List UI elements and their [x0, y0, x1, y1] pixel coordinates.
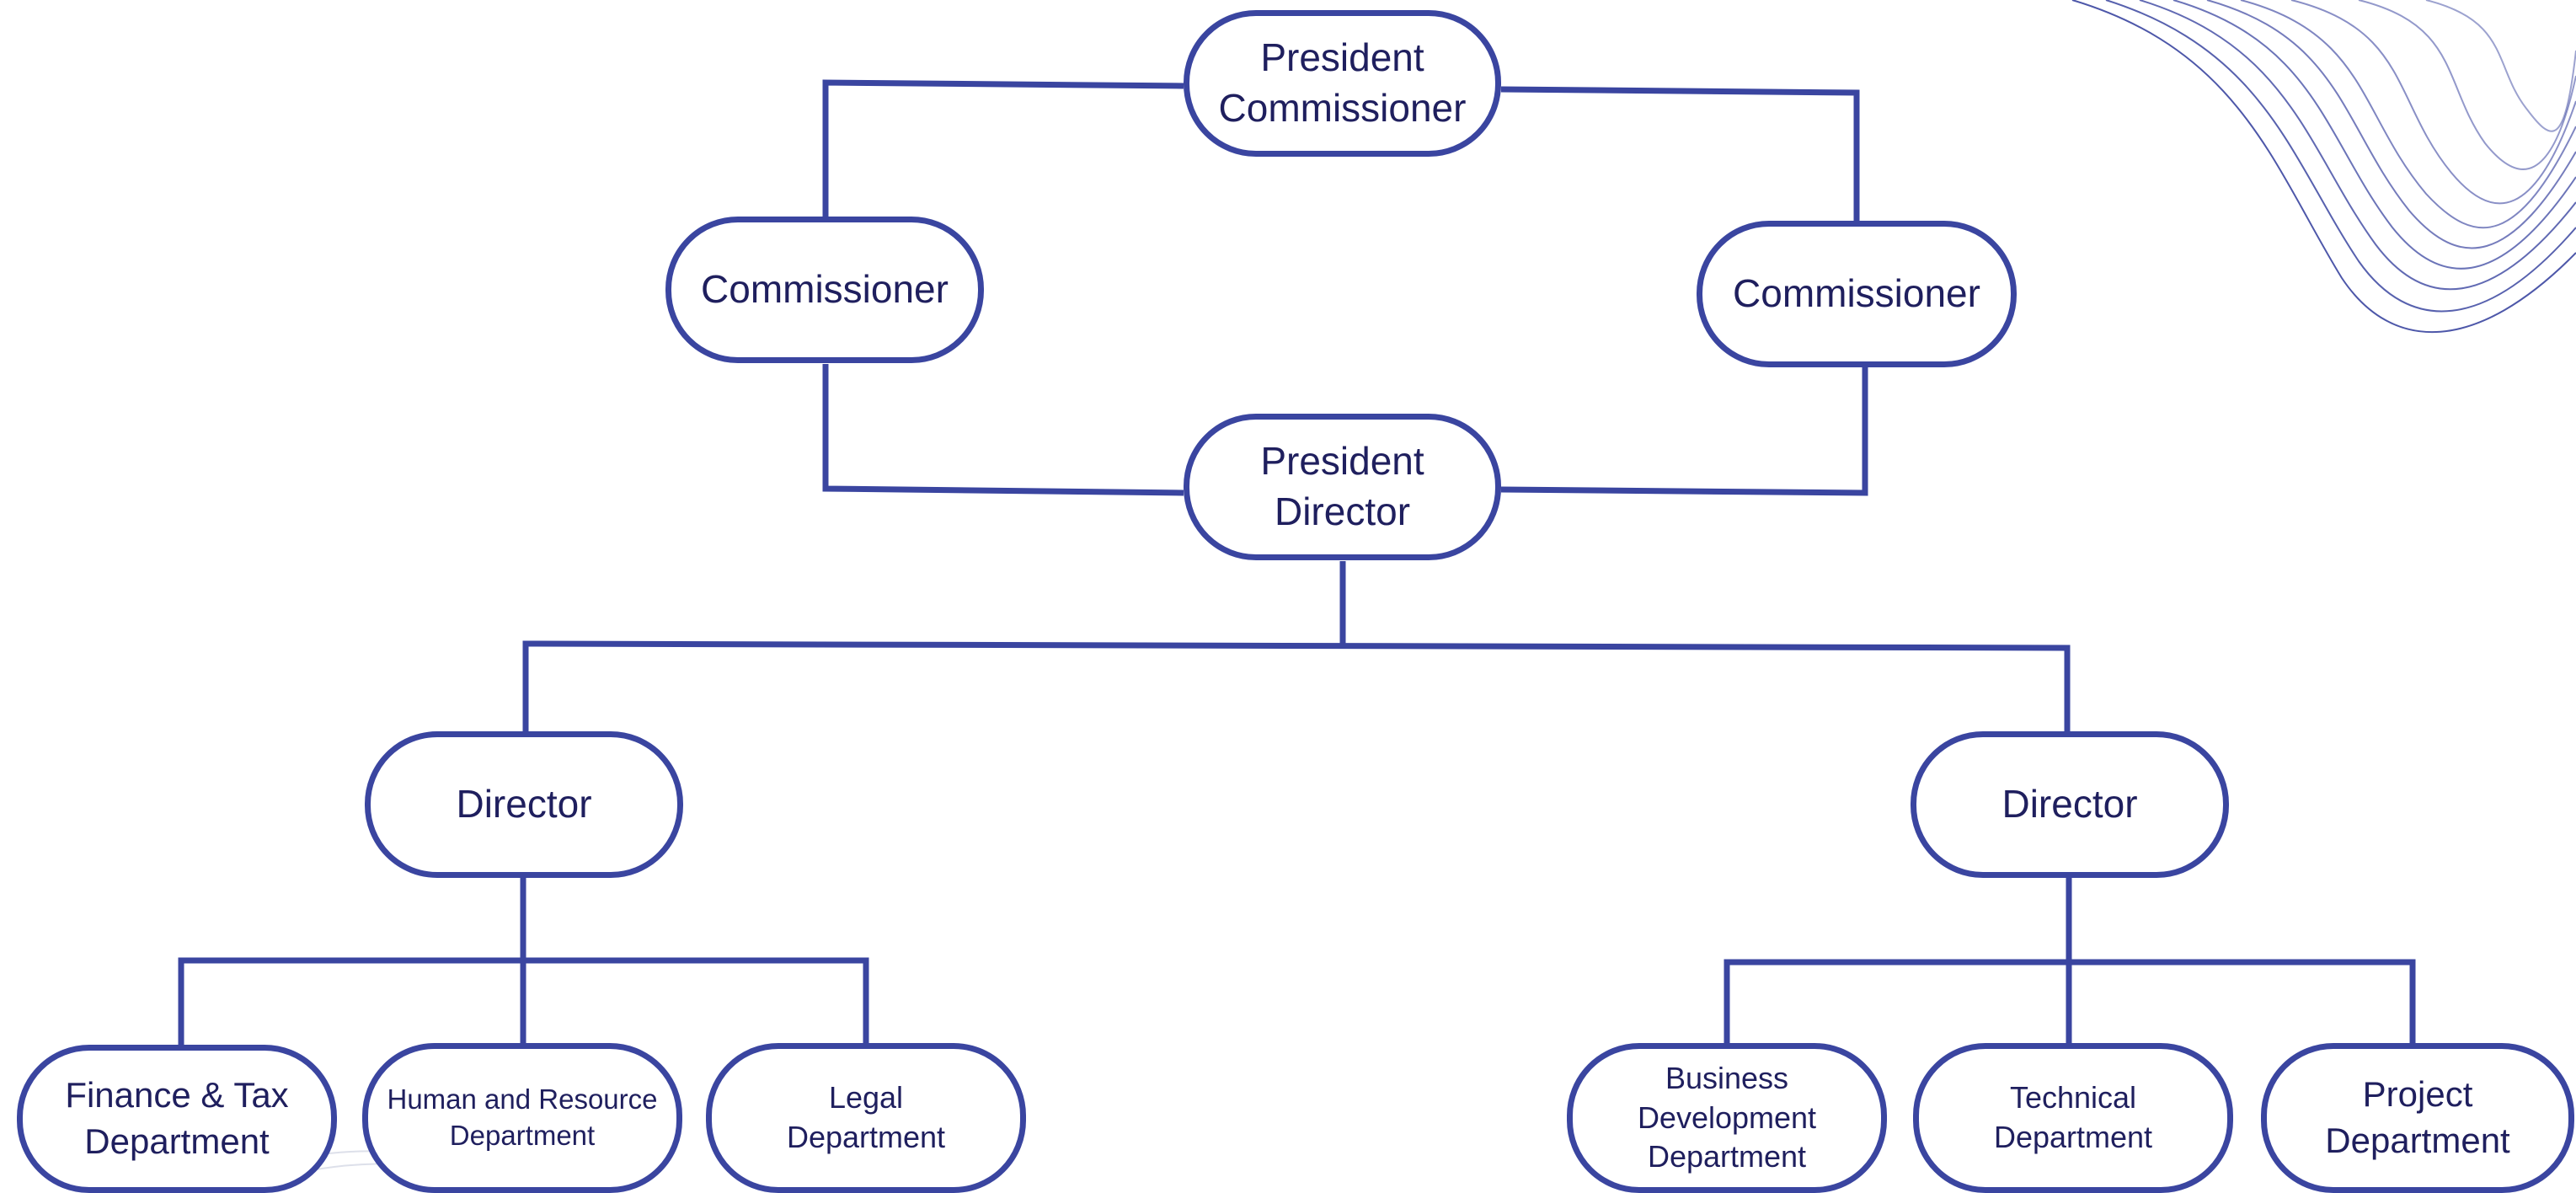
director-right-node: Director — [1911, 731, 2229, 878]
business-development-department-label: Business Development Department — [1637, 1060, 1817, 1174]
commissioner-right-node: Commissioner — [1697, 221, 2017, 367]
commissioner-left-label: Commissioner — [701, 267, 949, 312]
connector-right-commissioner-to-president-director — [1500, 367, 1868, 496]
project-department-label: Project Department — [2325, 1074, 2510, 1160]
legal-department-label: Legal Department — [786, 1080, 946, 1154]
director-right-label: Director — [2001, 782, 2138, 827]
wave-lines-decoration — [2071, 0, 2576, 334]
president-director-label: President Director — [1260, 439, 1424, 533]
connector-lines — [178, 79, 2416, 1045]
human-resource-department-label: Human and Resource Department — [387, 1083, 658, 1151]
project-department-node: Project Department — [2261, 1043, 2574, 1193]
connector-president-commissioner-to-right-commissioner — [1500, 86, 1860, 222]
commissioner-right-label: Commissioner — [1733, 271, 1980, 316]
director-left-label: Director — [456, 782, 592, 827]
human-resource-department-node: Human and Resource Department — [362, 1043, 682, 1193]
connector-president-commissioner-to-left-commissioner — [822, 79, 1184, 217]
connector-director-bus — [522, 640, 2071, 732]
technical-department-label: Technical Department — [1993, 1080, 2153, 1154]
legal-department-node: Legal Department — [706, 1043, 1026, 1193]
business-development-department-node: Business Development Department — [1567, 1043, 1887, 1193]
connector-left-commissioner-to-president-director — [822, 364, 1184, 496]
president-commissioner-label: President Commissioner — [1218, 35, 1467, 130]
commissioner-left-node: Commissioner — [665, 217, 984, 363]
finance-tax-department-node: Finance & Tax Department — [17, 1045, 337, 1193]
director-left-node: Director — [365, 731, 683, 878]
president-director-node: President Director — [1184, 414, 1501, 560]
president-commissioner-node: President Commissioner — [1184, 10, 1501, 157]
finance-tax-department-label: Finance & Tax Department — [65, 1075, 289, 1161]
technical-department-node: Technical Department — [1913, 1043, 2233, 1193]
